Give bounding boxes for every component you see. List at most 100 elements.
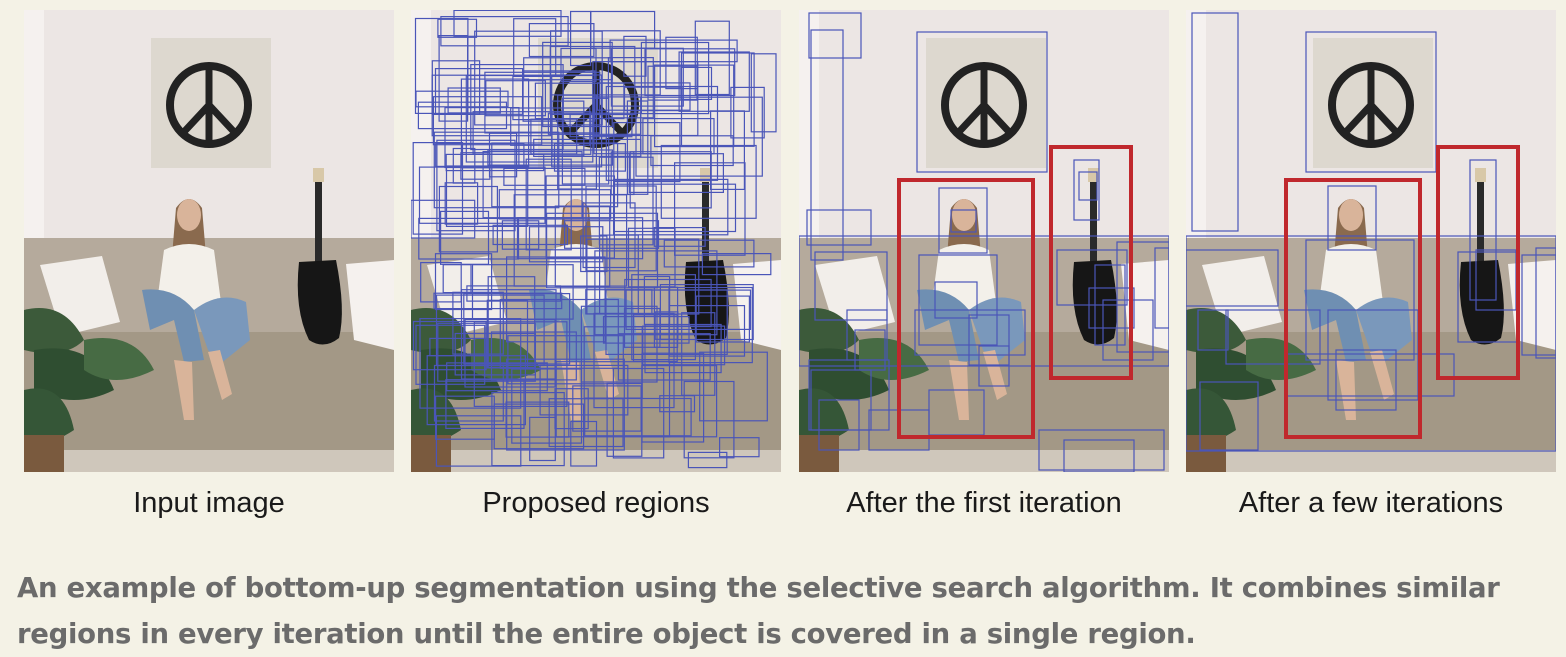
floor — [799, 450, 1169, 472]
proposed-region-box — [659, 395, 696, 413]
proposed-region-box — [437, 18, 478, 38]
region-box — [814, 251, 888, 321]
region-box — [978, 345, 1010, 387]
guitar-neck — [702, 175, 709, 265]
region-box — [934, 281, 978, 319]
region-box — [1327, 185, 1377, 251]
proposed-region-box — [553, 143, 627, 172]
legs — [174, 350, 232, 420]
woman-highlight-box — [897, 178, 1035, 439]
proposed-region-box — [730, 86, 765, 139]
region-box — [1094, 264, 1126, 346]
proposed-region-box — [419, 318, 522, 409]
proposed-region-box — [474, 30, 603, 126]
region-box — [810, 29, 844, 261]
proposed-region-box — [663, 239, 755, 268]
proposed-region-box — [528, 23, 595, 58]
region-box — [1305, 31, 1437, 173]
region-box — [1056, 249, 1128, 306]
top — [1318, 244, 1384, 310]
legs — [561, 350, 619, 420]
proposed-region-box — [415, 324, 486, 385]
proposed-region-box — [434, 253, 493, 311]
peace-sign-lines — [954, 66, 1014, 144]
proposed-region-box — [542, 41, 613, 128]
floor — [24, 450, 394, 472]
proposed-region-box — [412, 142, 464, 235]
proposed-region-box — [628, 153, 725, 193]
proposed-region-box — [592, 60, 699, 137]
caption-line-2: regions in every iteration until the ent… — [17, 618, 1196, 650]
plant-leaf-1 — [799, 308, 859, 354]
first-iteration-panel — [799, 10, 1169, 472]
proposed-region-box — [590, 10, 656, 49]
region-box — [808, 12, 862, 59]
region-box — [1521, 254, 1556, 356]
region-box — [1535, 247, 1556, 359]
guitar-body — [297, 260, 342, 345]
proposed-region-box — [491, 392, 565, 467]
proposed-region-box — [610, 151, 635, 196]
proposed-region-box — [433, 131, 560, 209]
proposed-region-box — [551, 74, 603, 168]
proposed-region-box — [464, 319, 556, 388]
proposed-region-box — [438, 185, 498, 253]
proposed-region-box — [487, 276, 536, 369]
jeans-left — [1304, 289, 1366, 362]
proposed-region-box — [507, 335, 624, 385]
guitar-neck — [1477, 175, 1484, 265]
proposed-region-box — [505, 401, 570, 438]
proposed-region-box — [582, 202, 636, 269]
proposed-region-box — [687, 451, 728, 469]
figure-caption: An example of bottom-up segmentation usi… — [17, 565, 1557, 657]
proposed-region-box — [612, 367, 665, 459]
region-box — [1186, 235, 1556, 452]
region-box — [1063, 439, 1135, 472]
proposed-region-box — [440, 15, 569, 47]
plant-pot — [24, 435, 64, 472]
proposed-region-box — [627, 227, 676, 288]
proposed-region-box — [626, 100, 649, 195]
proposed-region-box — [653, 227, 706, 247]
proposed-region-box — [470, 63, 564, 151]
proposed-region-box — [529, 416, 556, 462]
region-box — [818, 399, 860, 451]
proposed-region-box — [644, 323, 722, 374]
face — [952, 199, 976, 231]
region-box — [938, 187, 988, 254]
proposed-region-box — [678, 51, 750, 112]
proposed-region-box — [534, 82, 625, 120]
proposed-region-box — [701, 253, 772, 276]
proposed-region-box — [436, 139, 516, 232]
proposed-region-box — [605, 85, 719, 181]
proposed-region-box — [546, 212, 659, 289]
region-box — [968, 314, 1010, 366]
region-box — [806, 209, 872, 246]
region-box — [1116, 241, 1169, 353]
region-box — [1191, 12, 1239, 232]
proposed-region-box — [640, 41, 710, 115]
proposed-region-box — [625, 289, 752, 331]
proposed-region-box — [623, 35, 647, 77]
top — [156, 244, 222, 310]
region-box — [1186, 249, 1279, 307]
region-box — [1197, 309, 1229, 351]
region-box — [1225, 309, 1321, 365]
guitar-highlight-box — [1436, 145, 1520, 380]
proposed-region-box — [433, 292, 563, 310]
proposed-region-box — [466, 285, 562, 302]
proposed-region-box — [584, 397, 692, 437]
region-box — [1073, 159, 1100, 221]
top — [931, 244, 997, 310]
proposed-region-box — [482, 151, 583, 219]
plant-leaf-3 — [84, 338, 154, 380]
guitar-body — [1459, 260, 1504, 345]
proposed-region-box — [513, 194, 628, 287]
region-box — [799, 235, 1169, 367]
legs — [949, 350, 1007, 420]
input-image-label: Input image — [133, 487, 285, 519]
peace-sign-lines — [1341, 66, 1401, 144]
proposed-region-box — [683, 380, 735, 459]
proposed-region-box — [548, 398, 624, 448]
proposed-region-box — [719, 437, 760, 458]
